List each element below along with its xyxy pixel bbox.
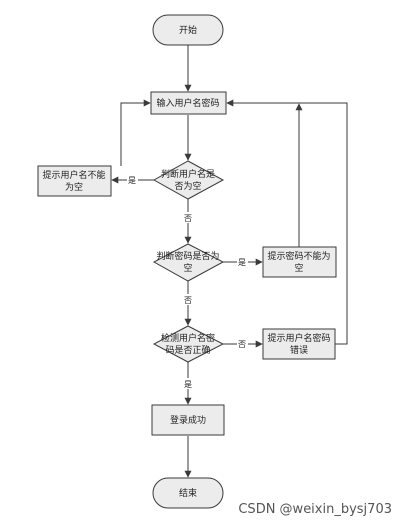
check-username-line1: 判断用户名是 [161,168,215,180]
verify-credentials-decision: 检测用户名密 码是否正确 [152,325,225,363]
warn-password-line2: 空 [294,262,303,274]
end-terminator: 结束 [152,477,224,509]
warn-username-line1: 提示用户名不能 [42,169,105,181]
warn-wrong-line1: 提示用户名密码 [267,332,330,344]
label-yes-username: 是 [128,176,136,185]
warn-wrong-line2: 错误 [290,344,308,356]
label-no-password: 否 [184,296,192,305]
edge-labels: 是 否 是 否 否 是 [127,174,248,389]
start-terminator: 开始 [152,14,224,46]
watermark-text: CSDN @weixin_bysj703 [238,502,392,517]
warn-username-line2: 为空 [65,181,83,193]
input-credentials-box: 输入用户名密码 [150,91,227,115]
label-yes-verify: 是 [184,380,192,389]
check-username-decision: 判断用户名是 否为空 [152,160,225,200]
check-username-line2: 否为空 [174,180,201,192]
arrow-warn-wrong-to-input [226,99,348,345]
label-no-verify: 否 [238,340,246,349]
login-success-label: 登录成功 [170,414,206,426]
verify-credentials-line1: 检测用户名密 [161,332,215,344]
verify-credentials-line2: 码是否正确 [165,344,210,356]
warn-password-empty-box: 提示密码不能为 空 [262,246,337,278]
warn-password-line1: 提示密码不能为 [267,250,330,262]
input-credentials-label: 输入用户名密码 [156,97,219,109]
arrow-warn-user-to-input [120,99,151,166]
end-label: 结束 [179,487,197,499]
warn-username-empty-box: 提示用户名不能 为空 [37,165,112,197]
check-password-line1: 判断密码是否为 [156,250,219,262]
label-no-username: 否 [184,214,192,223]
check-password-decision: 判断密码是否为 空 [152,243,225,282]
start-label: 开始 [179,24,197,36]
label-yes-password: 是 [238,258,246,267]
check-password-line2: 空 [183,262,192,274]
login-success-box: 登录成功 [151,404,225,436]
warn-wrong-credentials-box: 提示用户名密码 错误 [262,328,336,360]
